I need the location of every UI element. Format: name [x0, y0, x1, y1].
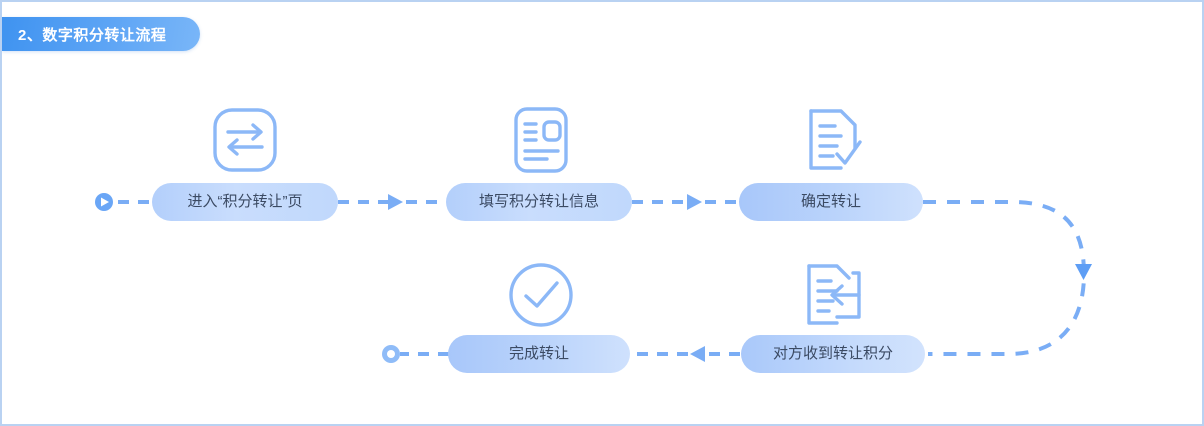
flow-node-enter-transfer-page[interactable]: 进入“积分转让”页 — [152, 183, 338, 221]
flow-node-label: 对方收到转让积分 — [772, 345, 893, 362]
connector-n3-to-n4-curve — [923, 200, 1087, 356]
flow-node-label: 完成转让 — [508, 345, 569, 362]
document-receive-arrow-icon — [797, 259, 869, 331]
exchange-arrows-icon — [209, 104, 281, 176]
start-play-marker — [95, 193, 113, 211]
circle-check-icon — [505, 259, 577, 331]
section-title: 2、数字积分转让流程 — [18, 26, 167, 44]
arrow-n1-to-n2 — [388, 194, 403, 210]
arrow-loop-down — [1075, 264, 1092, 280]
flow-node-transfer-complete[interactable]: 完成转让 — [448, 335, 630, 373]
flow-node-label: 填写积分转让信息 — [478, 193, 599, 210]
arrow-n4-to-n5 — [690, 346, 705, 362]
arrow-n2-to-n3 — [687, 194, 702, 210]
flow-node-confirm-transfer[interactable]: 确定转让 — [739, 183, 923, 221]
flow-node-label: 确定转让 — [800, 193, 861, 210]
flow-node-recipient-received[interactable]: 对方收到转让积分 — [741, 335, 925, 373]
flow-node-label: 进入“积分转让”页 — [187, 193, 303, 210]
document-check-icon — [797, 104, 869, 176]
flow-node-fill-transfer-info[interactable]: 填写积分转让信息 — [446, 183, 632, 221]
section-header: 2、数字积分转让流程 — [2, 17, 201, 51]
form-document-icon — [505, 104, 577, 176]
end-ring-marker — [382, 345, 400, 363]
